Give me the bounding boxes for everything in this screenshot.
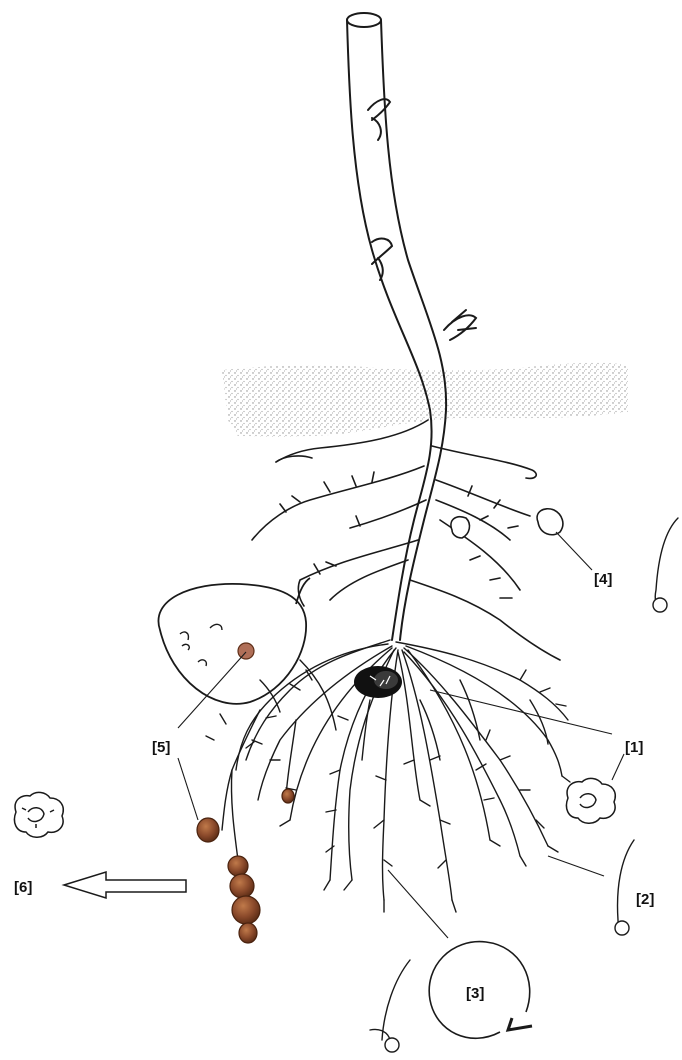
leader-2 [548, 856, 604, 876]
soil-surface [222, 362, 628, 437]
label-5: [5] [152, 739, 170, 756]
leader-1b [612, 754, 624, 780]
cyst-icon [282, 789, 294, 803]
potato-stem [347, 13, 476, 640]
juvenile-nematode-icon [370, 960, 410, 1052]
label-2: [2] [636, 891, 654, 908]
leader-4 [556, 532, 592, 570]
leader-3 [388, 870, 448, 938]
tuber-cyst [238, 643, 254, 659]
juvenile-nematode-icon [615, 840, 634, 935]
label-4: [4] [594, 571, 612, 588]
cyst-icon [239, 923, 257, 943]
lower-root-system [236, 640, 570, 912]
label-6: [6] [14, 879, 32, 896]
cyst-icon [228, 856, 248, 876]
left-arrow-icon [64, 872, 186, 898]
brown-cysts [197, 789, 294, 943]
infection-site [354, 666, 402, 698]
leader-5b [178, 758, 198, 820]
juvenile-nematodes [370, 518, 678, 1052]
label-1: [1] [625, 739, 643, 756]
leader-1a [430, 690, 612, 734]
cyst-icon [197, 818, 219, 842]
cyst-icon [230, 874, 254, 898]
cyst-icon [232, 896, 260, 924]
egg-mass-icon [14, 792, 63, 837]
label-3: [3] [466, 985, 484, 1002]
egg-mass-icon [566, 778, 615, 823]
juvenile-nematode-icon [653, 518, 678, 612]
